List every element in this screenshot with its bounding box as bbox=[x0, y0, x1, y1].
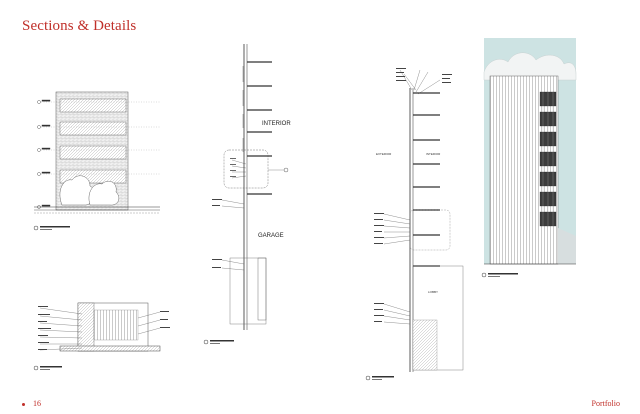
south-elevation-render bbox=[481, 38, 577, 278]
bullet-icon bbox=[22, 402, 25, 406]
page-number: 16 bbox=[22, 399, 41, 408]
interior-label-right: INTERIOR bbox=[426, 152, 441, 156]
interior-label: INTERIOR bbox=[262, 121, 291, 127]
portfolio-label: Portfolio bbox=[591, 399, 620, 408]
exterior-label: EXTERIOR bbox=[376, 152, 392, 156]
wall-detail bbox=[33, 302, 170, 371]
garage-label: GARAGE bbox=[258, 233, 284, 239]
west-elevation bbox=[33, 91, 160, 231]
wall-section-center bbox=[203, 44, 289, 345]
page-title: Sections & Details bbox=[22, 18, 137, 34]
lobby-label: LOBBY bbox=[428, 290, 439, 294]
wall-section-right bbox=[365, 68, 464, 381]
